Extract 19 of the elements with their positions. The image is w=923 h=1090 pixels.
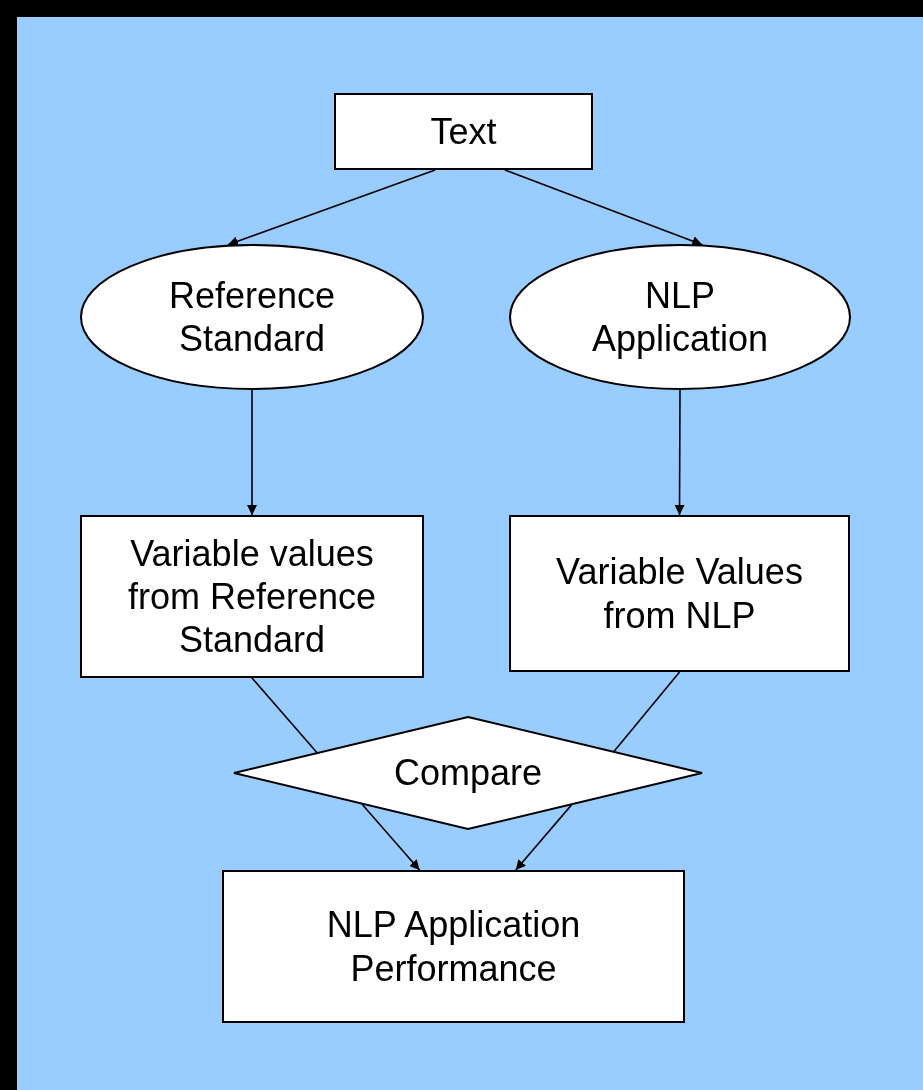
node-label: Text (429, 109, 498, 154)
process-box (334, 93, 593, 170)
node-label: NLP Application Performance (325, 903, 582, 990)
arrow (361, 803, 421, 871)
arrow (515, 804, 573, 871)
connector-line (251, 677, 318, 754)
process-box (80, 515, 424, 678)
arrow (227, 169, 436, 247)
process-box (222, 870, 685, 1023)
node-label: NLP Application (590, 273, 770, 361)
node-label: Variable Values from NLP (555, 550, 804, 637)
node-label: Reference Standard (167, 273, 337, 361)
node-label: Compare (392, 751, 544, 795)
arrow (504, 169, 704, 246)
node-label: Variable values from Reference Standard (126, 531, 378, 662)
process-box (509, 515, 850, 672)
arrow (674, 389, 685, 516)
connector-line (613, 671, 681, 753)
arrow (247, 389, 257, 516)
